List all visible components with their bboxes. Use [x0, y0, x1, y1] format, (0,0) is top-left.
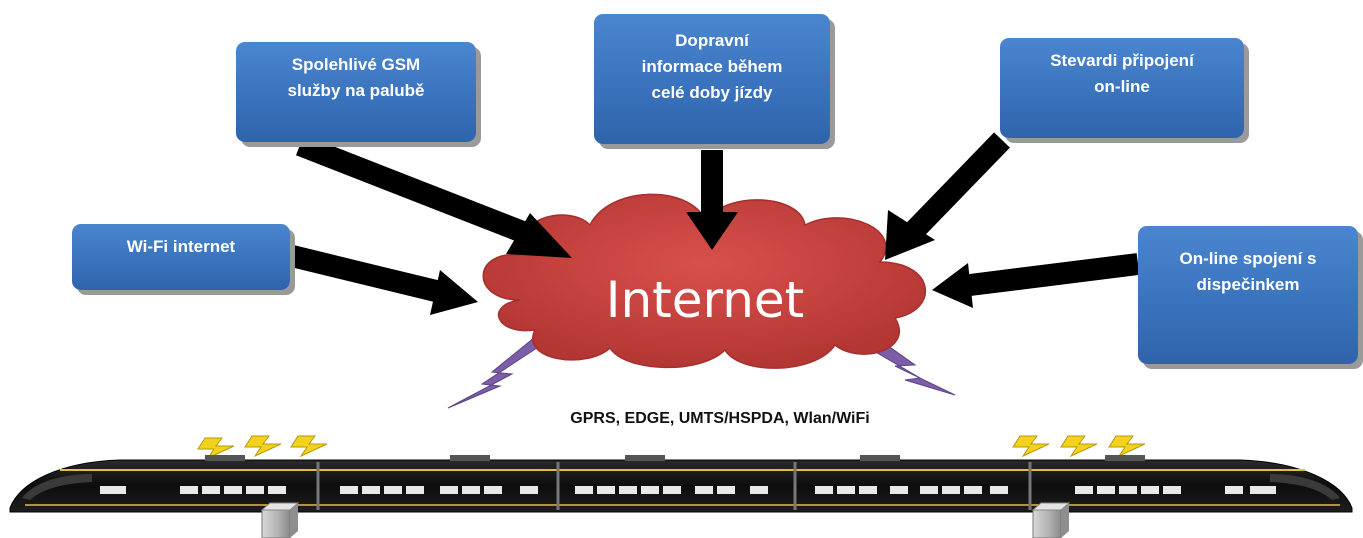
onboard-unit-right — [1031, 502, 1071, 538]
arrow-dispatch — [932, 253, 1140, 308]
train — [9, 455, 1353, 513]
connectivity-label: GPRS, EDGE, UMTS/HSPDA, Wlan/WiFi — [570, 410, 870, 427]
box-stewards-online: Stevardi připojení on-line — [1000, 38, 1244, 138]
arrow-gsm — [295, 134, 572, 258]
arrow-traffic — [686, 150, 738, 250]
internet-cloud — [482, 193, 927, 369]
box-gsm-services: Spolehlivé GSM služby na palubě — [236, 42, 476, 142]
onboard-unit-left — [260, 502, 300, 538]
box-traffic-info: Dopravní informace během celé doby jízdy — [594, 14, 830, 144]
lightning-left-icon — [447, 332, 547, 409]
arrow-wifi — [289, 245, 478, 315]
signal-bolts-right-icon — [1012, 435, 1146, 458]
internet-label: Internet — [605, 271, 805, 329]
arrow-stewards — [885, 132, 1010, 260]
signal-bolts-left-icon — [197, 435, 328, 460]
box-wifi-internet: Wi-Fi internet — [72, 224, 290, 290]
box-dispatch-online: On-line spojení s dispečinkem — [1138, 226, 1358, 364]
